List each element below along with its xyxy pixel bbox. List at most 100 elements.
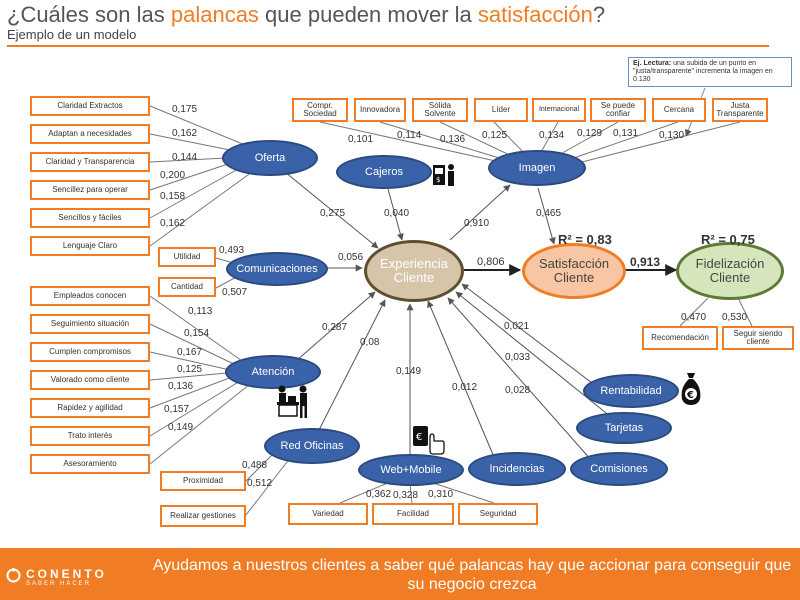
money-bag-icon: € (680, 371, 702, 412)
imagen-item-coef: 0,131 (613, 128, 639, 139)
path-coef-web: 0,149 (396, 366, 422, 377)
imagen-item-coef: 0,130 (659, 130, 685, 141)
imagen-node: Imagen (488, 150, 586, 186)
oferta-item-box: Adaptan a necesidades (30, 124, 150, 144)
path-coef-rentabilidad: 0,021 (504, 321, 530, 332)
fidel-item-box: Recomendación (642, 326, 718, 350)
oferta-item-box: Sencillez para operar (30, 180, 150, 200)
red-item-box: Proximidad (160, 471, 246, 491)
fidel-item-coef: 0,470 (681, 312, 707, 323)
atencion-item-box: Empleados conocen (30, 286, 150, 306)
comunicaciones-item-coef: 0,507 (222, 287, 248, 298)
page-subtitle: Ejemplo de un modelo (7, 27, 137, 42)
atencion-item-box: Rapidez y agilidad (30, 398, 150, 418)
web-item-coef: 0,362 (366, 489, 392, 500)
imagen-item-box: Internacional (532, 98, 586, 122)
red-item-coef: 0,488 (242, 460, 268, 471)
conento-logo-tagline: SABER HACER (26, 581, 92, 587)
atencion-item-coef: 0,154 (184, 328, 210, 339)
oferta-item-coef: 0,162 (172, 128, 198, 139)
web-item-coef: 0,310 (428, 489, 454, 500)
comunicaciones-item-coef: 0,493 (219, 245, 245, 256)
oferta-item-coef: 0,158 (160, 191, 186, 202)
comunicaciones-item-box: Utilidad (158, 247, 216, 267)
atencion-item-box: Valorado como cliente (30, 370, 150, 390)
fidel-item-coef: 0,530 (722, 312, 748, 323)
oferta-item-coef: 0,144 (172, 152, 198, 163)
connector-lines (149, 87, 753, 516)
path-coef-cajeros: 0,040 (384, 208, 410, 219)
footer-banner: CONENTO SABER HACER Ayudamos a nuestros … (0, 548, 800, 600)
fidelizacion-node: Fidelización Cliente (676, 242, 784, 300)
conento-logo: CONENTO (26, 567, 107, 581)
imagen-item-box: Innovadora (354, 98, 406, 122)
path-coef-red: 0,08 (360, 337, 380, 348)
atencion-node: Atención (225, 355, 321, 389)
imagen-item-box: Cercana (652, 98, 706, 122)
imagen-item-box: Justa Transparente (712, 98, 768, 122)
page-title: ¿Cuáles son las palancas que pueden move… (7, 2, 606, 27)
svg-text:$: $ (436, 176, 440, 184)
atencion-item-coef: 0,136 (168, 381, 194, 392)
oferta-item-box: Lenguaje Claro (30, 236, 150, 256)
imagen-item-box: Compr. Sociedad (292, 98, 348, 122)
atm-icon: $ (432, 162, 456, 193)
imagen-item-coef: 0,125 (482, 130, 508, 141)
path-coef-comisiones: 0,028 (505, 385, 531, 396)
atencion-item-coef: 0,167 (177, 347, 203, 358)
cajeros-node: Cajeros (336, 155, 432, 189)
oferta-item-box: Sencillos y fáciles (30, 208, 150, 228)
fidel-item-box: Seguir siendo cliente (722, 326, 794, 350)
web-item-box: Seguridad (458, 503, 538, 525)
footer-message: Ayudamos a nuestros clientes a saber qué… (152, 557, 792, 593)
oferta-item-coef: 0,162 (160, 218, 186, 229)
web-item-box: Variedad (288, 503, 368, 525)
service-desk-icon (276, 384, 310, 425)
incidencias-node: Incidencias (468, 452, 566, 486)
path-coef-comunicaciones: 0,056 (338, 252, 364, 263)
title-divider (7, 45, 769, 47)
oferta-node: Oferta (222, 140, 318, 176)
atencion-item-box: Cumplen compromisos (30, 342, 150, 362)
imagen-item-coef: 0,136 (440, 134, 466, 145)
comunicaciones-item-box: Cantidad (158, 277, 216, 297)
atencion-item-box: Seguimiento situación (30, 314, 150, 334)
red-oficinas-node: Red Oficinas (264, 428, 360, 464)
comisiones-node: Comisiones (570, 452, 668, 486)
oferta-item-box: Claridad y Transparencia (30, 152, 150, 172)
atencion-item-coef: 0,113 (188, 306, 213, 317)
path-coef-sat-fidel: 0,913 (630, 255, 661, 269)
web-item-box: Facilidad (372, 503, 454, 525)
path-coef-incidencias: 0,012 (452, 382, 478, 393)
r2-satisfaccion: R² = 0,83 (558, 232, 612, 247)
path-coef-tarjetas: 0,033 (505, 352, 531, 363)
imagen-item-box: Se puede confiar (590, 98, 646, 122)
path-coef-exp-imagen: 0,910 (464, 218, 490, 229)
r2-fidelizacion: R² = 0,75 (701, 232, 755, 247)
atencion-item-box: Trato interés (30, 426, 150, 446)
svg-text:€: € (416, 432, 422, 443)
atencion-item-box: Asesoramiento (30, 454, 150, 474)
red-item-box: Realizar gestiones (160, 505, 246, 527)
path-coef-oferta: 0,275 (320, 208, 346, 219)
path-coef-exp-sat: 0,806 (477, 256, 505, 268)
conento-logo-icon (6, 568, 21, 583)
imagen-item-coef: 0,101 (348, 134, 374, 145)
satisfaccion-node: Satisfacción Cliente (522, 243, 626, 299)
red-item-coef: 0,512 (247, 478, 273, 489)
oferta-item-coef: 0,175 (172, 104, 198, 115)
imagen-item-coef: 0,114 (397, 130, 422, 141)
atencion-item-coef: 0,149 (168, 422, 194, 433)
imagen-item-coef: 0,134 (539, 130, 565, 141)
atencion-item-coef: 0,157 (164, 404, 190, 415)
path-coef-imagen-sat: 0,465 (536, 208, 562, 219)
tarjetas-node: Tarjetas (576, 412, 672, 444)
experiencia-node: Experiencia Cliente (364, 240, 464, 302)
rentabilidad-node: Rentabilidad (583, 374, 679, 408)
oferta-item-box: Claridad Extractos (30, 96, 150, 116)
svg-text:€: € (686, 390, 694, 401)
imagen-item-box: Líder (474, 98, 528, 122)
reading-note: Ej. Lectura: una subida de un punto en "… (628, 57, 792, 87)
path-coef-atencion: 0,287 (322, 322, 348, 333)
